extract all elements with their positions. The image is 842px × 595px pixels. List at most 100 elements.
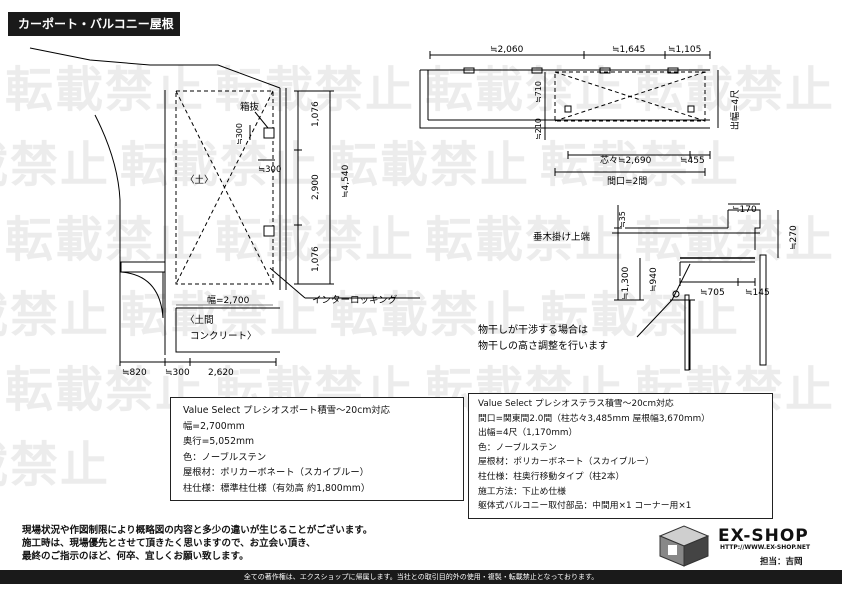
- doma-outline: [175, 308, 280, 353]
- spec-line: 屋根材：ポリカーボネート（スカイブルー）: [183, 467, 369, 479]
- section-view: [612, 203, 779, 371]
- dim-820: ≒820: [122, 368, 147, 378]
- note-line: 現場状況や作図制限により概略図の内容と多少の違いが生じることがございます。: [22, 525, 373, 536]
- watermark: 転載禁止: [330, 137, 531, 193]
- watermark: 転載禁止: [425, 62, 626, 118]
- dim-1300: ≒1,300: [621, 266, 631, 300]
- mount-bracket: [531, 67, 543, 74]
- interlocking-label: インターロッキング: [312, 294, 398, 306]
- page-title: カーポート・バルコニー屋根: [8, 12, 180, 36]
- watermark: 転載禁止: [330, 287, 531, 343]
- dim-270: ≒270: [789, 225, 799, 250]
- carport-roof-diagonal: [175, 90, 274, 285]
- copyright-bar: 全ての著作権は、エクスショップに帰属します。当社との取引目的外の使用・複製・転載…: [0, 570, 842, 584]
- terrace-post: [564, 105, 572, 113]
- watermark: 転載禁止: [0, 437, 111, 493]
- doma-label-2: コンクリート〉: [190, 331, 257, 342]
- terrace-post-section: [684, 294, 690, 371]
- spec-box-terrace: Value Select プレシオステラス積雪～20cm対応 間口=関東間2.0…: [468, 393, 773, 519]
- spec-line: 躯体式バルコニー取付部品：中間用×1 コーナー用×1: [478, 501, 692, 512]
- spec-line: 出幅=4尺（1,170mm）: [478, 428, 578, 439]
- dim-opening: 間口=2間: [607, 176, 647, 187]
- watermark: 転載禁止: [215, 212, 416, 268]
- boundary-line: [94, 114, 121, 360]
- dim-2620: 2,620: [208, 368, 234, 378]
- mount-bracket: [463, 67, 475, 74]
- spec-line: 屋根材：ポリカーボネート（スカイブルー）: [478, 457, 654, 468]
- watermark: 転載禁止: [425, 212, 626, 268]
- logo-name: EX-SHOP: [718, 526, 809, 546]
- watermark: 転載禁止: [540, 137, 741, 193]
- dim-1076-bottom: 1,076: [311, 246, 321, 272]
- spec-line: 施工方法：下止め仕様: [478, 486, 566, 497]
- tsuchi-label: 〈土〉: [185, 174, 214, 186]
- spec-line: 幅=2,700mm: [183, 420, 245, 432]
- spec-line: 柱仕様：柱奥行移動タイプ（柱2本）: [478, 471, 625, 482]
- balcony-wall: [759, 254, 767, 366]
- watermark: 転載禁止: [0, 137, 111, 193]
- mount-bracket: [599, 67, 611, 74]
- mount-bracket: [667, 67, 679, 74]
- dim-210: ≒210: [534, 118, 543, 140]
- watermark: 転載禁止: [120, 137, 321, 193]
- spec-line: 色：ノーブルステン: [478, 442, 557, 453]
- watermark: 転載禁止: [5, 62, 206, 118]
- terrace-post: [687, 105, 695, 113]
- dim-145: ≒145: [745, 288, 770, 298]
- section-labels: ≒170 ≒35 垂木掛け上端 ≒270 ≒1,300 ≒940 ≒705 ≒1…: [478, 205, 799, 352]
- hakonuki-label: 箱抜: [240, 101, 260, 113]
- logo-url: HTTP://WWW.EX-SHOP.NET: [720, 544, 811, 551]
- note-line: 最終のご指示のほど、何卒、宜しくお願い致します。: [22, 551, 249, 562]
- drawing-canvas: 箱抜 〈土〉 〈土間 コンクリート〉 インターロッキング 幅=2,700 ≒30…: [29, 45, 799, 378]
- watermark: 転載禁止: [120, 287, 321, 343]
- carport-roof-outline: [175, 90, 274, 285]
- parking-area-outline: [120, 261, 166, 273]
- doma-label-1: 〈土間: [185, 314, 214, 326]
- clothesline-note-1: 物干しが干渉する場合は: [478, 323, 588, 336]
- watermark: 転載禁止: [5, 212, 206, 268]
- left-plan: [29, 47, 420, 366]
- clothesline-note-2: 物干しの高さ調整を行います: [478, 339, 608, 352]
- spec-box-carport: Value Select プレシオスポート積雪～20cm対応 幅=2,700mm…: [170, 397, 464, 501]
- dim-1105: ≒1,105: [668, 45, 701, 55]
- dim-300-vertical: ≒300: [235, 123, 244, 145]
- right-plan: [419, 51, 719, 176]
- dim-1645: ≒1,645: [612, 45, 645, 55]
- door-swing-arc: [120, 271, 164, 319]
- left-plan-labels: 箱抜 〈土〉 〈土間 コンクリート〉 インターロッキング 幅=2,700 ≒30…: [122, 101, 398, 378]
- dim-4540: ≒4,540: [341, 164, 351, 198]
- spec-line: 柱仕様：標準柱仕様（有効高 約1,800mm）: [183, 482, 371, 494]
- person-in-charge: 担当：吉岡: [760, 557, 803, 567]
- clothes-pole: [672, 290, 680, 298]
- hakonuki-leader: [254, 111, 269, 129]
- note-leader: [636, 299, 673, 338]
- interlocking-leader: [269, 267, 306, 299]
- right-plan-labels: ≒2,060 ≒1,645 ≒1,105 ≒710 ≒210 出幅=4尺 芯々≒…: [490, 45, 741, 187]
- dim-940: ≒940: [649, 267, 659, 292]
- spec-line: 間口=関東間2.0間（柱芯々3,485mm 屋根幅3,670mm）: [478, 413, 710, 424]
- dim-170: ≒170: [732, 205, 757, 215]
- balcony-outline: [419, 70, 710, 129]
- dim-1076-top: 1,076: [311, 101, 321, 127]
- taruki-label: 垂木掛け上端: [533, 231, 591, 243]
- spec-line: Value Select プレシオステラス積雪～20cm対応: [478, 399, 674, 409]
- terrace-roof-diagonal: [554, 71, 706, 122]
- dim-depth: 出幅=4尺: [729, 90, 741, 130]
- dim-center: 芯々≒2,690: [600, 154, 652, 166]
- dim-300-bottom: ≒300: [165, 368, 190, 378]
- post-footing: [263, 225, 275, 237]
- spec-line: Value Select プレシオスポート積雪～20cm対応: [183, 405, 390, 416]
- dim-35: ≒35: [618, 211, 627, 228]
- house-roof-outline: [29, 47, 281, 89]
- note-line: 施工時は、現場優先とさせて頂きたく思いますので、お立会い頂き、: [22, 538, 316, 549]
- dim-710: ≒710: [534, 81, 543, 103]
- watermark: 転載禁止: [540, 287, 741, 343]
- dim-2900: 2,900: [311, 174, 321, 200]
- watermark: 転載禁止: [0, 287, 111, 343]
- dim-300-horizontal: ≒300: [258, 165, 281, 175]
- notes-block: 現場状況や作図制限により概略図の内容と多少の違いが生じることがございます。 施工…: [22, 524, 372, 563]
- dim-705: ≒705: [700, 288, 725, 298]
- post-footing: [263, 127, 275, 139]
- watermark: 転載禁止: [215, 62, 416, 118]
- terrace-roof-outline: [554, 71, 706, 122]
